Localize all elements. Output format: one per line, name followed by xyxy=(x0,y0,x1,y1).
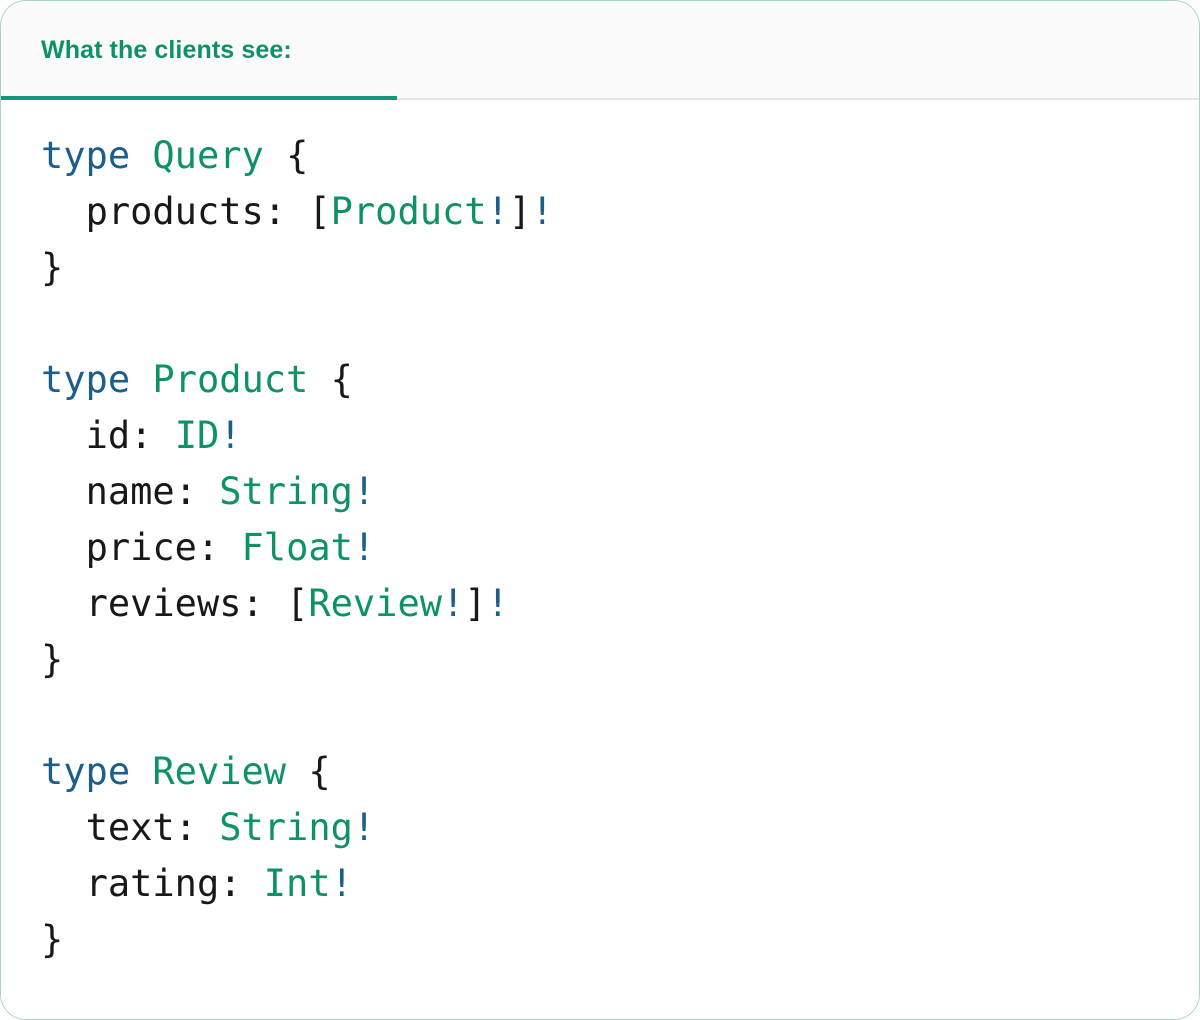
code-token-kw: type xyxy=(41,750,131,793)
code-line: type Product { xyxy=(1,352,1199,408)
code-token-type: ID xyxy=(174,414,220,457)
code-token-punc: } xyxy=(41,246,64,289)
code-line: } xyxy=(1,912,1199,968)
code-line: id: ID! xyxy=(1,408,1199,464)
code-token-type: String xyxy=(219,806,353,849)
code-line xyxy=(1,296,1199,352)
code-token-punc xyxy=(264,134,286,177)
code-area[interactable]: type Query { products: [Product!]!} type… xyxy=(1,100,1199,1019)
code-token-punc xyxy=(308,358,330,401)
code-token-bang: ! xyxy=(486,190,509,233)
code-line: type Review { xyxy=(1,744,1199,800)
code-token-type: Int xyxy=(263,862,331,905)
code-token-punc: : xyxy=(130,414,175,457)
code-token-punc: : xyxy=(241,582,287,625)
code-token-bang: ! xyxy=(352,806,376,849)
code-token-punc xyxy=(130,750,152,793)
code-line: reviews: [Review!]! xyxy=(1,576,1199,632)
code-line: rating: Int! xyxy=(1,856,1199,912)
code-token-bang: ! xyxy=(330,862,353,905)
code-token-bang: ! xyxy=(352,470,376,513)
code-token-field: rating xyxy=(85,862,220,905)
code-line: type Query { xyxy=(1,128,1199,184)
code-line xyxy=(1,688,1199,744)
code-token-field: products xyxy=(85,190,264,233)
code-token-field: id xyxy=(85,414,131,457)
code-token-type: Float xyxy=(241,526,353,569)
code-token-punc: [ xyxy=(286,582,309,625)
code-token-punc xyxy=(130,134,152,177)
code-line: } xyxy=(1,632,1199,688)
code-token-bang: ! xyxy=(486,582,509,625)
code-token-punc: } xyxy=(41,638,64,681)
code-token-type: Review xyxy=(308,582,442,625)
code-token-punc: { xyxy=(330,358,353,401)
code-token-punc: [ xyxy=(308,190,331,233)
code-line: products: [Product!]! xyxy=(1,184,1199,240)
code-line: text: String! xyxy=(1,800,1199,856)
code-token-kw: type xyxy=(41,358,131,401)
code-token-punc: } xyxy=(41,918,64,961)
code-token-field: text xyxy=(85,806,175,849)
code-token-type: Review xyxy=(152,750,287,793)
code-token-type: Product xyxy=(152,358,309,401)
code-token-punc: : xyxy=(263,190,309,233)
code-line: } xyxy=(1,240,1199,296)
tab-strip: What the clients see: xyxy=(1,1,1199,100)
tab-label: What the clients see: xyxy=(41,36,292,64)
code-token-punc: : xyxy=(174,806,220,849)
code-token-type: Query xyxy=(152,134,264,177)
code-token-punc: : xyxy=(219,862,264,905)
code-token-punc: : xyxy=(196,526,242,569)
code-token-field: name xyxy=(85,470,175,513)
code-token-punc: : xyxy=(174,470,220,513)
code-token-punc: ] xyxy=(464,582,487,625)
code-token-type: Product xyxy=(330,190,487,233)
code-line: name: String! xyxy=(1,464,1199,520)
code-token-field: price xyxy=(85,526,197,569)
code-token-punc xyxy=(130,358,152,401)
code-token-punc xyxy=(286,750,308,793)
graphql-schema-code[interactable]: type Query { products: [Product!]!} type… xyxy=(1,100,1199,968)
code-token-bang: ! xyxy=(531,190,554,233)
code-token-bang: ! xyxy=(352,526,376,569)
tab-active-underline xyxy=(1,96,397,100)
code-token-bang: ! xyxy=(442,582,465,625)
code-line: price: Float! xyxy=(1,520,1199,576)
code-token-punc: { xyxy=(308,750,331,793)
code-token-punc: { xyxy=(286,134,309,177)
code-token-type: String xyxy=(219,470,353,513)
code-token-bang: ! xyxy=(219,414,242,457)
code-token-kw: type xyxy=(41,134,131,177)
tab-what-the-clients-see[interactable]: What the clients see: xyxy=(1,1,397,100)
code-token-field: reviews xyxy=(85,582,242,625)
code-token-punc: ] xyxy=(508,190,532,233)
